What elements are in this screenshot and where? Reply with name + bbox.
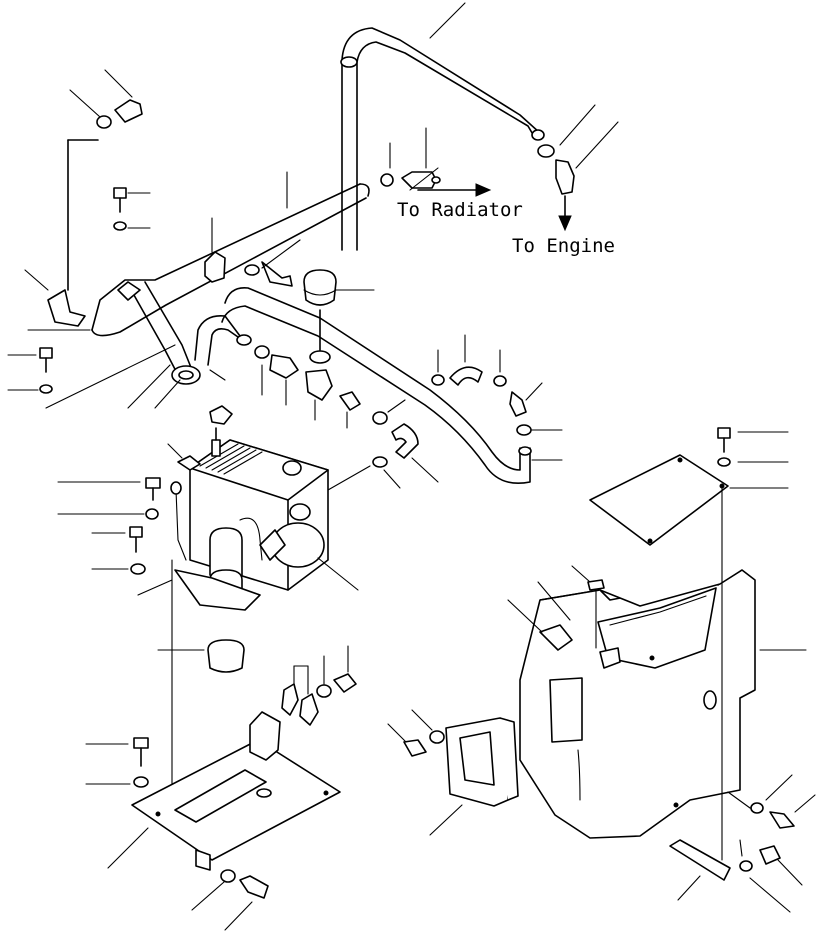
bolt-mid-top	[244, 239, 301, 287]
bolt-bottom	[191, 869, 269, 931]
top-cover	[589, 454, 729, 861]
filter-element	[303, 269, 375, 364]
heater-case	[507, 565, 807, 839]
upper-hose	[340, 2, 545, 251]
left-bracket	[24, 139, 99, 331]
plate-bolts	[85, 737, 149, 788]
engine-fitting	[537, 104, 619, 195]
tee-fitting	[254, 345, 406, 429]
heater-unit	[170, 439, 371, 611]
bracket-clips	[281, 645, 357, 726]
main-pipe	[91, 171, 370, 337]
clamp-hose-right	[431, 334, 563, 461]
to-engine-label: To Engine	[512, 235, 615, 257]
cap	[157, 639, 245, 673]
duct-bolts	[387, 709, 445, 757]
radiator-connector	[380, 127, 441, 191]
lower-pipe	[221, 286, 532, 484]
leaders-left	[7, 344, 226, 409]
to-radiator-label: To Radiator	[397, 199, 523, 221]
heater-bolts-left	[57, 477, 173, 821]
duct-adapter	[429, 717, 519, 836]
clip-left	[117, 281, 141, 301]
cover-bolts	[717, 427, 789, 489]
bottom-plate	[107, 711, 341, 871]
small-bolt-upper	[113, 187, 151, 231]
short-pipes	[129, 281, 252, 385]
connector-parts	[167, 405, 233, 471]
arrow-right-icon	[417, 183, 492, 197]
elbow-hose	[372, 423, 439, 489]
arrow-down-icon	[558, 195, 572, 232]
bolt-top-left	[69, 69, 143, 129]
lower-right-bracket	[669, 774, 816, 913]
